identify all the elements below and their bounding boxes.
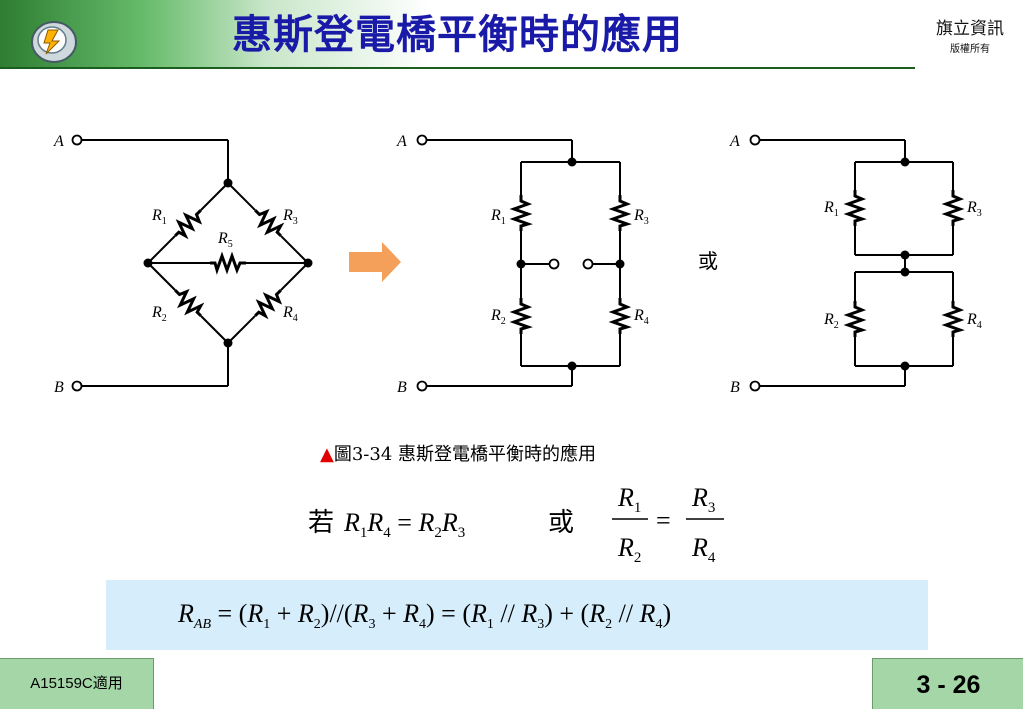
page-title: 惠斯登電橋平衡時的應用 <box>232 12 683 58</box>
svg-text:=: = <box>656 506 671 535</box>
svg-text:R1: R1 <box>490 207 506 227</box>
svg-text:R3: R3 <box>282 207 298 227</box>
brand: 旗立資訊 版權所有 <box>925 14 1015 55</box>
svg-text:R4: R4 <box>691 533 716 566</box>
svg-text:R2: R2 <box>490 307 506 327</box>
svg-text:RAB = (R1 + R2)//(R3 + R4): RAB = (R1 + R2)//(R3 + R4) = (R1 // R3) … <box>177 599 671 632</box>
caption-marker: ▲ <box>320 444 334 465</box>
rab-formula-box: RAB = (R1 + R2)//(R3 + R4) = (R1 // R3) … <box>106 580 928 650</box>
page-number: 3 - 26 <box>872 658 1023 709</box>
svg-text:A: A <box>53 133 64 150</box>
svg-text:R1R4 = R2R3: R1R4 = R2R3 <box>343 508 465 541</box>
svg-text:R4: R4 <box>966 311 982 331</box>
if-word: 若 <box>308 508 334 537</box>
svg-text:R1: R1 <box>617 483 641 516</box>
svg-text:R1: R1 <box>151 207 167 227</box>
svg-text:R2: R2 <box>617 533 641 566</box>
balance-equation: 若 R1R4 = R2R3 或 R1 R2 = R3 R4 <box>308 483 724 566</box>
or-word: 或 <box>548 508 574 537</box>
svg-text:R2: R2 <box>151 304 167 324</box>
figure-caption: ▲圖3-34 惠斯登電橋平衡時的應用 <box>320 440 596 466</box>
svg-text:R3: R3 <box>691 483 715 516</box>
logo-icon <box>31 21 77 63</box>
svg-text:R3: R3 <box>966 199 982 219</box>
svg-text:A: A <box>729 133 740 150</box>
rab-formula: RAB = (R1 + R2)//(R3 + R4) = (R1 // R3) … <box>177 599 671 632</box>
right-arrow-icon <box>349 242 401 282</box>
course-label: A15159C適用 <box>0 658 154 709</box>
caption-text: 圖3-34 惠斯登電橋平衡時的應用 <box>333 444 597 465</box>
brand-copyright: 版權所有 <box>950 44 990 55</box>
svg-text:A: A <box>396 133 407 150</box>
svg-text:R3: R3 <box>633 207 649 227</box>
svg-text:B: B <box>397 379 407 396</box>
svg-text:R5: R5 <box>217 230 233 250</box>
svg-text:R1: R1 <box>823 199 839 219</box>
svg-text:R2: R2 <box>823 311 839 331</box>
bridge-circuit-diagram: A B A B A B R1 R3 R5 R2 R4 R1 R3 R2 R4 R1 R… <box>53 133 982 396</box>
header-divider <box>0 67 915 69</box>
svg-text:R4: R4 <box>282 304 298 324</box>
svg-text:B: B <box>730 379 740 396</box>
header-bar <box>0 0 1023 68</box>
svg-text:R4: R4 <box>633 307 649 327</box>
or-label: 或 <box>698 250 718 273</box>
svg-text:B: B <box>54 379 64 396</box>
brand-name: 旗立資訊 <box>936 19 1004 39</box>
